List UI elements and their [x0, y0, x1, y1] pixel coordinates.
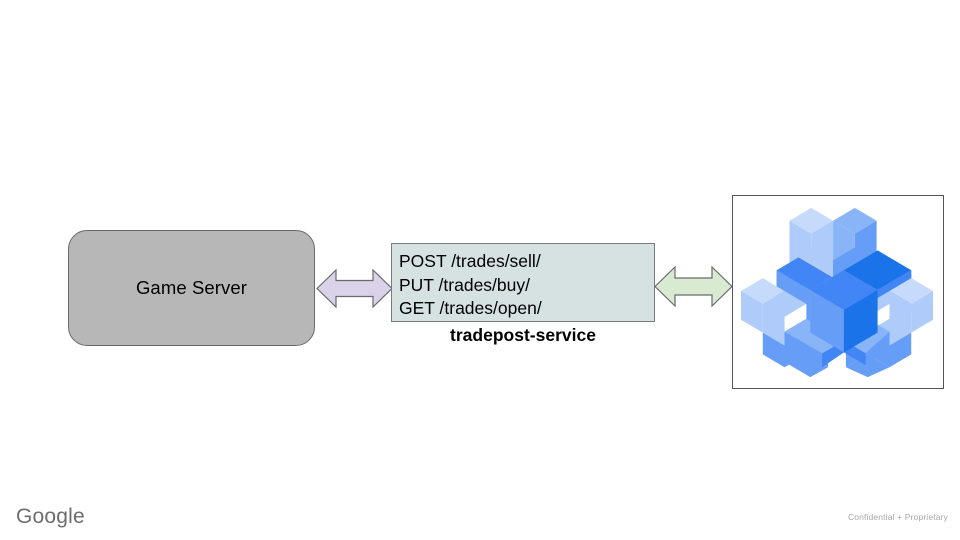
double-arrow-icon [316, 268, 393, 309]
double-arrow-icon [654, 265, 733, 308]
connector-gameserver-to-service[interactable] [316, 268, 393, 309]
endpoint-line-get-open: GET /trades/open/ [399, 298, 542, 318]
google-wordmark: Google [16, 505, 85, 528]
connector-service-to-platform[interactable] [654, 264, 733, 309]
endpoint-line-put-buy: PUT /trades/buy/ [399, 274, 530, 295]
node-tradepost-service[interactable]: POST /trades/sell/ PUT /trades/buy/ GET … [391, 243, 655, 322]
node-game-server-label: Game Server [135, 276, 248, 298]
endpoint-line-post-sell: POST /trades/sell/ [399, 251, 541, 271]
confidential-notice: Confidential + Proprietary [847, 512, 948, 522]
agones-three-prong-logo-icon [741, 207, 934, 378]
node-tradepost-service-caption: tradepost-service [450, 325, 596, 345]
node-game-server[interactable]: Game Server [68, 230, 315, 346]
node-platform-logo[interactable] [732, 195, 944, 389]
